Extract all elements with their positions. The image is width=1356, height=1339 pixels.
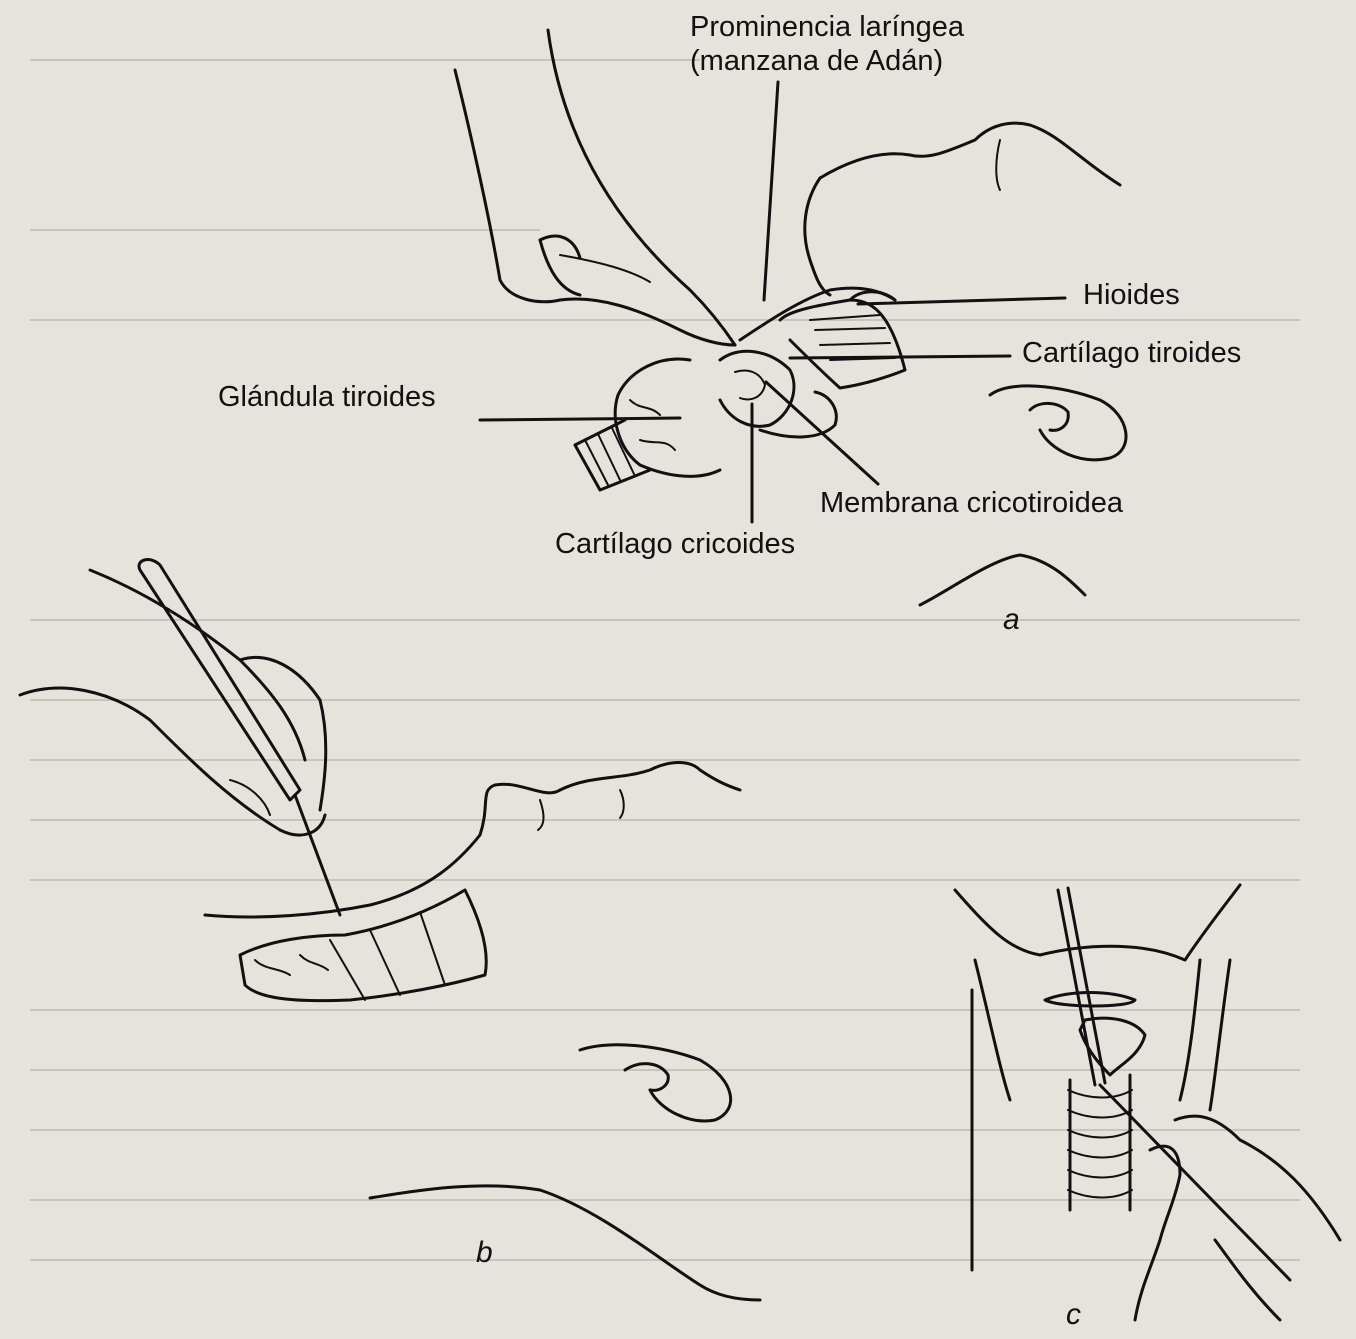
leader-lines [480, 82, 1065, 522]
panel-label-a: a [1003, 603, 1020, 637]
leader-glandula-tiroides [480, 418, 680, 420]
leader-cartilago-tiroides [790, 356, 1010, 358]
label-prominencia-laringea: Prominencia laríngea (manzana de Adán) [690, 10, 964, 78]
label-membrana-cricotiroidea: Membrana cricotiroidea [820, 486, 1123, 520]
label-cartilago-cricoides: Cartílago cricoides [555, 527, 795, 561]
panel-label-b: b [476, 1236, 493, 1270]
label-prominencia-line1: Prominencia laríngea [690, 10, 964, 44]
leader-prominencia [764, 82, 778, 300]
panel-label-c: c [1066, 1298, 1081, 1332]
panel-b-drawing [20, 560, 760, 1300]
label-hioides: Hioides [1083, 278, 1180, 312]
label-prominencia-line2: (manzana de Adán) [690, 44, 964, 78]
label-cartilago-tiroides: Cartílago tiroides [1022, 336, 1241, 370]
panel-c-drawing [955, 885, 1340, 1320]
label-glandula-tiroides: Glándula tiroides [218, 380, 436, 414]
leader-membrana-cricotiroidea [766, 382, 878, 484]
leader-hioides [858, 298, 1065, 304]
